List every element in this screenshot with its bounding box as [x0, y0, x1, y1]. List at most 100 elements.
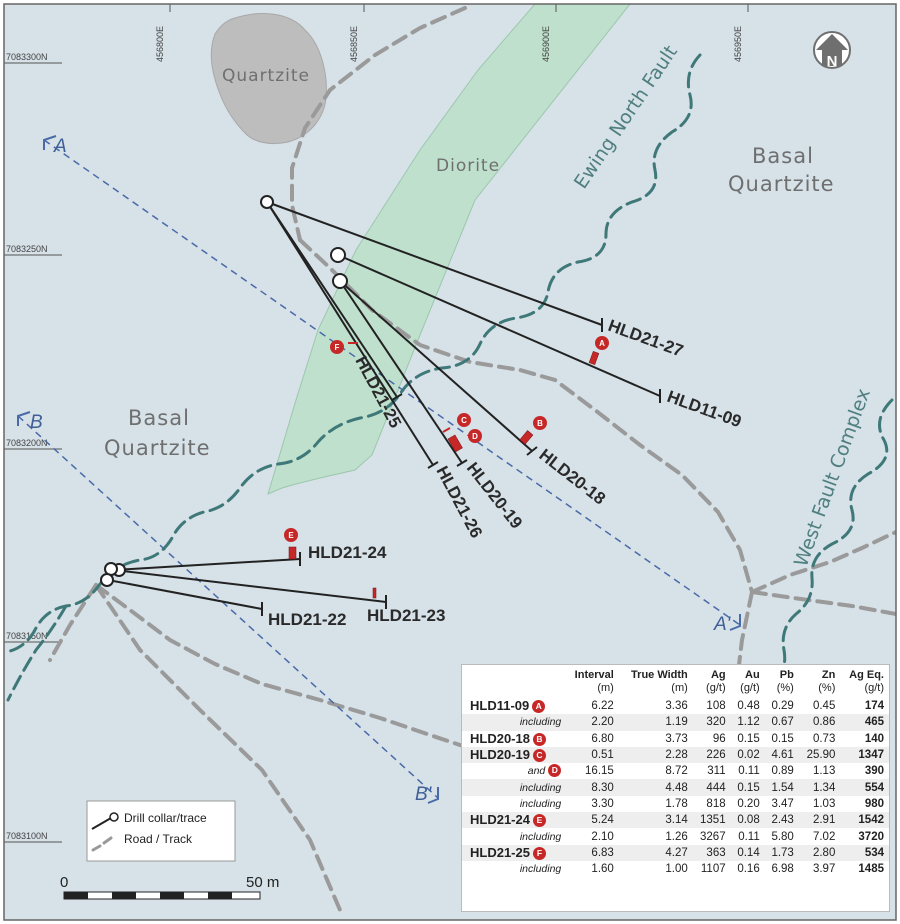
table-header-cell: True Width(m) — [619, 665, 693, 698]
trace-hld11-09 — [337, 254, 661, 397]
intercept-badge: C — [532, 749, 546, 763]
table-header-cell: Au(g/t) — [731, 665, 765, 698]
road-south — [734, 590, 754, 692]
cell-pb: 0.67 — [764, 714, 799, 731]
cell-zn: 1.13 — [798, 763, 841, 780]
intercept-badge: D — [548, 764, 562, 778]
easting-label-3: 456900E — [541, 26, 551, 62]
marker-d: D — [468, 429, 482, 443]
label-hld21-23: HLD21-23 — [367, 606, 445, 625]
header-label: True Width — [631, 669, 688, 681]
hole-cell: including — [462, 795, 566, 813]
easting-label-4: 456950E — [733, 26, 743, 62]
north-arrow: N — [813, 31, 851, 70]
trace-hld21-22 — [107, 579, 263, 610]
west-fault-line — [768, 398, 894, 692]
cell-interval: 1.60 — [565, 860, 619, 878]
cell-interval: 16.15 — [565, 763, 619, 780]
easting-label-2: 456850E — [349, 26, 359, 62]
cell-au: 0.20 — [730, 795, 765, 813]
header-label: Ag Eq. — [849, 669, 884, 681]
header-label: Zn — [821, 669, 836, 681]
header-label: Au — [745, 669, 760, 681]
cell-pb: 5.80 — [764, 828, 799, 845]
grid-ticks — [4, 4, 749, 843]
section-a-end-label: A' — [713, 614, 732, 635]
cell-ageq: 1347 — [840, 746, 889, 764]
trace-hld21-24 — [113, 558, 301, 571]
cell-au: 0.15 — [730, 779, 765, 796]
scale-start-label: 0 — [60, 874, 68, 891]
easting-label-1: 456800E — [155, 26, 165, 62]
cell-interval: 2.20 — [565, 714, 619, 731]
legend-drill-label: Drill collar/trace — [124, 811, 207, 825]
intercepts — [288, 351, 600, 599]
legend: Drill collar/trace Road / Track — [86, 800, 236, 862]
cell-ageq: 390 — [840, 763, 889, 780]
collar-southwest-3 — [100, 573, 114, 587]
roads — [48, 6, 896, 912]
table-header-cell: Interval(m) — [565, 665, 619, 698]
diorite-label: Diorite — [436, 156, 500, 176]
marker-b: B — [533, 416, 547, 430]
table-header-cell: Ag Eq.(g/t) — [840, 665, 889, 698]
cell-interval: 8.30 — [565, 779, 619, 796]
collar-hld11-09 — [330, 247, 346, 263]
cell-ag: 96 — [692, 730, 731, 747]
svg-text:D: D — [472, 432, 478, 441]
drill-traces — [107, 201, 661, 610]
cell-ageq: 465 — [840, 714, 889, 731]
trace-hld21-23 — [113, 569, 387, 603]
collar-hld20 — [332, 273, 348, 289]
road-southwest-1 — [94, 583, 477, 752]
cell-zn: 25.90 — [798, 746, 841, 764]
cell-interval: 6.80 — [565, 730, 619, 747]
drill-collars — [100, 195, 348, 587]
table-header-cell: Ag(g/t) — [693, 665, 731, 698]
header-unit: (%) — [818, 682, 836, 694]
marker-a: A — [595, 336, 609, 350]
section-a-line — [43, 139, 741, 626]
road-southwest-2 — [94, 583, 342, 912]
northing-label-3: 7083200N — [6, 438, 48, 448]
assay-table-panel: Interval(m)True Width(m)Ag(g/t)Au(g/t)Pb… — [461, 664, 890, 912]
basal-quartzite-w-label-1: Basal — [128, 406, 190, 430]
cell-true-width: 1.26 — [618, 828, 693, 845]
cell-ag: 363 — [692, 844, 731, 861]
cell-true-width: 1.78 — [618, 795, 693, 813]
scale-end-label: 50 m — [246, 874, 279, 891]
assay-table-header: Interval(m)True Width(m)Ag(g/t)Au(g/t)Pb… — [462, 665, 889, 698]
cell-ag: 226 — [692, 746, 731, 764]
header-label: Ag — [710, 669, 726, 681]
svg-text:A: A — [599, 339, 605, 348]
cell-interval: 2.10 — [565, 828, 619, 845]
intercept-badge: F — [532, 846, 546, 860]
table-header-cell: Pb(%) — [765, 665, 799, 698]
header-label: Interval — [574, 669, 614, 681]
intercept-badge: B — [532, 732, 546, 746]
cell-ageq: 140 — [840, 730, 889, 747]
intercept-badge: A — [532, 700, 546, 714]
cell-pb: 0.15 — [764, 730, 799, 747]
cell-true-width: 4.48 — [618, 779, 693, 796]
cell-true-width: 3.14 — [618, 812, 693, 829]
cell-ageq: 980 — [840, 795, 889, 813]
cell-ag: 311 — [692, 763, 731, 780]
scale-bar: 0 50 m — [60, 874, 279, 900]
cell-au: 0.16 — [730, 860, 765, 878]
header-unit: (m) — [597, 682, 614, 694]
cell-true-width: 1.19 — [618, 714, 693, 731]
basal-quartzite-ne-label-1: Basal — [752, 144, 814, 168]
